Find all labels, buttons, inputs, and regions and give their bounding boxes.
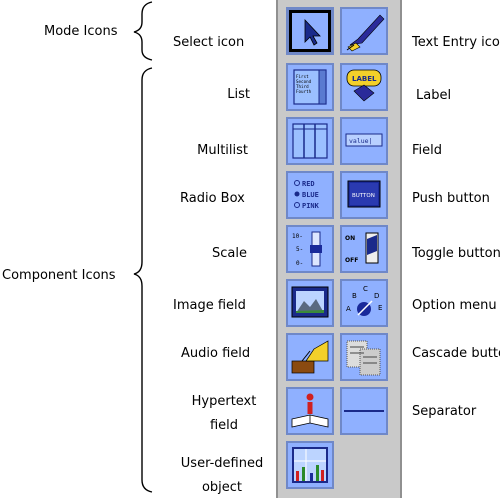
audio-field-tool-button[interactable]: [286, 333, 334, 381]
cascade-menu-icon: [346, 340, 381, 376]
svg-text:BUTTON: BUTTON: [352, 193, 375, 199]
text-field-icon: value|: [345, 133, 383, 147]
brace-lines: [133, 1, 153, 493]
audio-field-label: Audio field: [181, 346, 251, 361]
list-tool-button[interactable]: First Second Third Fourth: [286, 63, 334, 111]
toggle-button-tool-button[interactable]: ON OFF: [340, 225, 388, 273]
svg-text:BLUE: BLUE: [302, 191, 319, 199]
hypertext-label-1: Hypertext: [191, 394, 257, 409]
radio-box-tool-button[interactable]: RED BLUE PINK: [286, 171, 334, 219]
label-tag-icon: LABEL: [346, 69, 382, 102]
scale-tool-button[interactable]: 10- 5- 0-: [286, 225, 334, 273]
user-defined-label-1: User-defined: [180, 456, 264, 471]
svg-text:C: C: [363, 285, 368, 293]
toggle-button-label: Toggle button: [412, 246, 500, 261]
icon-palette: First Second Third Fourth LABEL value|: [276, 0, 402, 498]
option-menu-tool-button[interactable]: A B C D E: [340, 279, 388, 327]
svg-text:5-: 5-: [296, 246, 303, 253]
image-field-tool-button[interactable]: [286, 279, 334, 327]
svg-text:A: A: [346, 305, 351, 313]
framed-picture-icon: [291, 286, 329, 318]
label-tool-button[interactable]: LABEL: [340, 63, 388, 111]
radio-box-icon: RED BLUE PINK: [294, 180, 320, 210]
select-icon-label: Select icon: [173, 35, 245, 50]
user-defined-label-2: object: [201, 480, 243, 495]
list-icon: First Second Third Fourth: [293, 69, 327, 105]
svg-text:PINK: PINK: [302, 202, 320, 210]
book-info-icon: [291, 393, 329, 428]
svg-text:OFF: OFF: [345, 257, 358, 264]
push-button-label: Push button: [412, 191, 490, 206]
field-label: Field: [412, 143, 443, 158]
svg-text:LABEL: LABEL: [352, 75, 377, 83]
scale-label: Scale: [212, 246, 247, 261]
component-brace: [133, 67, 153, 493]
multilist-icon: [292, 123, 328, 159]
push-button-tool-button[interactable]: BUTTON: [340, 171, 388, 219]
mode-brace: [133, 1, 153, 61]
svg-text:D: D: [374, 292, 379, 300]
option-menu-icon: A B C D E: [346, 285, 382, 316]
option-menu-label: Option menu: [412, 298, 497, 313]
separator-label: Separator: [412, 404, 477, 419]
multilist-label: Multilist: [197, 143, 248, 158]
cascade-button-tool-button[interactable]: [340, 333, 388, 381]
push-button-icon: BUTTON: [347, 180, 381, 208]
select-tool-button[interactable]: [286, 7, 334, 55]
scale-slider-icon: 10- 5- 0-: [292, 231, 322, 267]
svg-text:ON: ON: [345, 235, 355, 242]
label-label: Label: [416, 88, 452, 103]
list-label: List: [227, 87, 250, 102]
svg-text:10-: 10-: [292, 233, 303, 240]
image-field-label: Image field: [173, 298, 246, 313]
toggle-switch-icon: ON OFF: [345, 232, 379, 264]
fountain-pen-icon: [346, 14, 385, 52]
hypertext-label-2: field: [209, 418, 239, 433]
separator-icon: [344, 410, 384, 412]
user-defined-chart-icon: [292, 447, 328, 483]
svg-text:Fourth: Fourth: [296, 89, 312, 94]
svg-text:value|: value|: [349, 137, 372, 145]
svg-text:B: B: [352, 292, 357, 300]
svg-text:Third: Third: [296, 84, 309, 89]
user-defined-object-tool-button[interactable]: [286, 441, 334, 489]
multilist-tool-button[interactable]: [286, 117, 334, 165]
mode-icons-label: Mode Icons: [44, 24, 118, 39]
hypertext-field-tool-button[interactable]: [286, 387, 334, 435]
separator-tool-button[interactable]: [340, 387, 388, 435]
text-entry-icon-label: Text Entry icon: [412, 35, 500, 50]
svg-text:Second: Second: [296, 79, 312, 84]
svg-text:0-: 0-: [296, 260, 303, 267]
svg-text:E: E: [378, 304, 382, 312]
svg-text:First: First: [296, 74, 309, 79]
svg-text:RED: RED: [302, 180, 315, 188]
arrow-pointer-icon: [304, 18, 321, 46]
text-entry-tool-button[interactable]: [340, 7, 388, 55]
cascade-button-label: Cascade button: [412, 346, 500, 361]
gramophone-icon: [291, 340, 329, 374]
field-tool-button[interactable]: value|: [340, 117, 388, 165]
radio-box-label: Radio Box: [180, 191, 245, 206]
component-icons-label: Component Icons: [2, 268, 116, 283]
